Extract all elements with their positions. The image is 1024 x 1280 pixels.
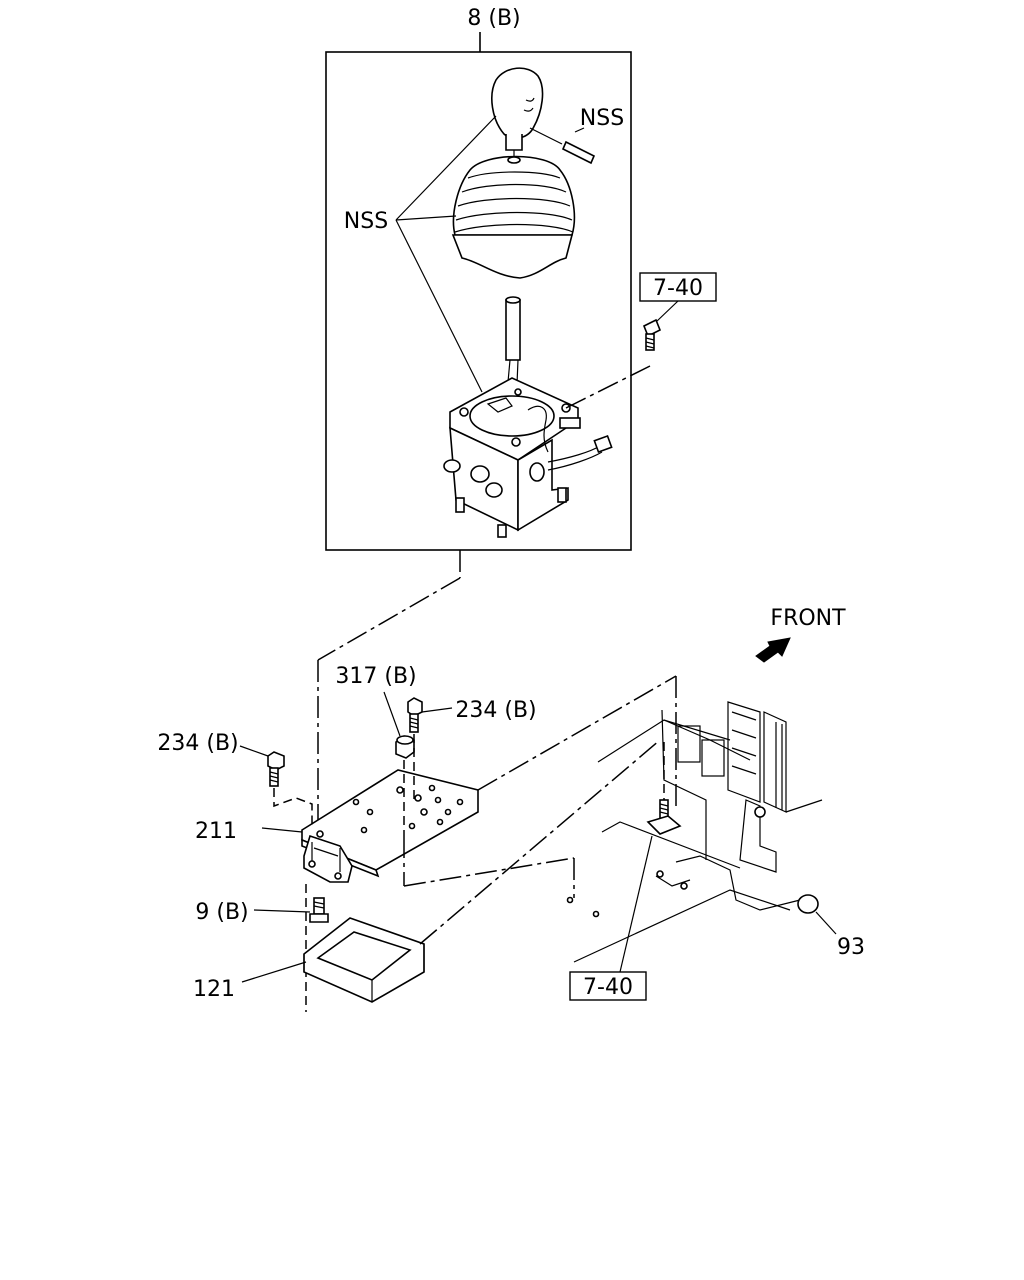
assembly-frame — [325, 51, 632, 551]
pilot-valve-body — [443, 377, 613, 538]
assembly-diagonal-line — [317, 577, 461, 661]
ref-top-leader — [655, 300, 679, 323]
screw-top-phantom — [565, 365, 651, 409]
label-front: FRONT — [770, 606, 846, 631]
label-bolt-234-right: 234 (B) — [455, 698, 536, 723]
bolt-234-left — [267, 751, 285, 787]
screw-bottom — [646, 799, 682, 835]
nss-pin-leader — [574, 127, 585, 133]
front-arrow-icon — [755, 637, 791, 663]
nut-317 — [395, 735, 415, 759]
label-ref-bottom: 7-40 — [583, 975, 633, 1000]
bolt-9 — [309, 897, 329, 923]
nss-leader-body — [395, 219, 483, 393]
bolt-234-left-phantom — [273, 788, 313, 826]
label-bolt-317: 317 (B) — [335, 664, 416, 689]
label-plate: 211 — [195, 819, 237, 844]
plate-bracket — [303, 834, 353, 883]
screw-top — [642, 318, 662, 351]
bolt-234-right — [407, 697, 423, 733]
mat-phantom — [419, 739, 661, 945]
label-assembly: 8 (B) — [467, 6, 520, 31]
bolt-9-leader — [253, 909, 311, 913]
plate-phantom-upper — [477, 675, 677, 791]
nss-pin — [529, 127, 596, 165]
mat-leader — [241, 961, 307, 983]
cab-structure — [566, 701, 823, 963]
label-bolt-9: 9 (B) — [195, 900, 248, 925]
plug-93 — [797, 894, 819, 914]
label-mat: 121 — [193, 977, 235, 1002]
floor-mat — [303, 917, 425, 1003]
label-nss-main: NSS — [344, 209, 388, 234]
label-plug: 93 — [837, 935, 865, 960]
nss-leader-boot — [395, 215, 457, 221]
bolt-234-left-leader — [239, 745, 269, 757]
plate-leader — [261, 827, 303, 833]
ref-bottom-leader — [619, 835, 653, 973]
label-bolt-234-left: 234 (B) — [157, 731, 238, 756]
plug-leader — [815, 911, 837, 935]
label-nss-pin: NSS — [580, 106, 624, 131]
rubber-boot — [451, 155, 576, 279]
nut-317-leader — [383, 691, 401, 737]
ref-box-bottom — [569, 971, 647, 1001]
nss-leader-knob — [395, 115, 497, 221]
lever-knob — [491, 67, 544, 162]
plate-phantom-lower — [403, 857, 575, 887]
label-ref-top: 7-40 — [653, 276, 703, 301]
bolt-234-right-leader — [421, 707, 453, 713]
